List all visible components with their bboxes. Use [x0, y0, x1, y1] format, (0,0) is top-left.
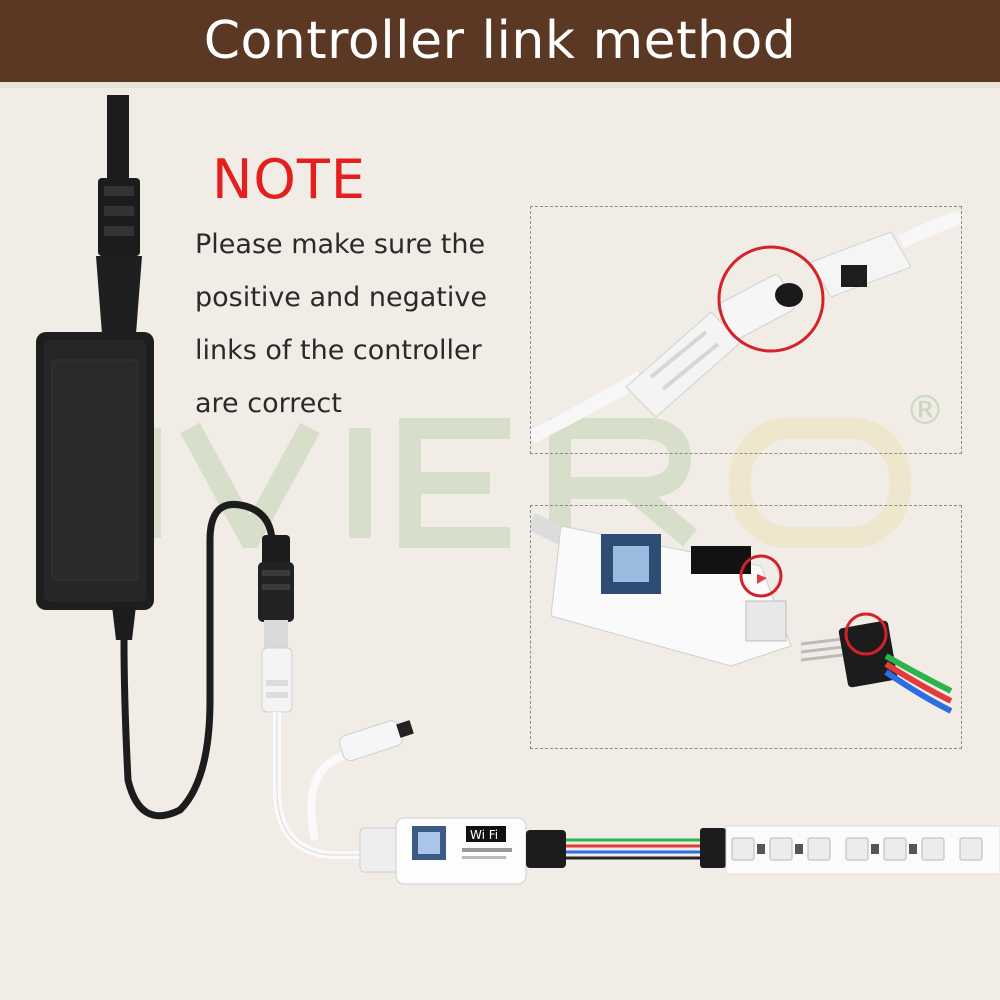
note-title: NOTE — [212, 148, 367, 211]
note-line: Please make sure the — [195, 229, 486, 260]
dc-connector-icon — [258, 535, 294, 713]
brand-watermark — [41, 418, 911, 548]
note-line: links of the controller — [195, 335, 482, 366]
header-divider — [0, 82, 1000, 88]
highlight-circle-icon — [717, 245, 825, 353]
led-strip-icon — [725, 825, 1000, 875]
detail-box-dc-connector — [530, 206, 962, 454]
note-line: are correct — [195, 388, 342, 419]
note-body: Please make sure the positive and negati… — [195, 218, 515, 430]
svg-text:Wi Fi: Wi Fi — [470, 828, 498, 842]
male-connector-icon — [339, 720, 414, 762]
power-cord-icon — [96, 95, 142, 334]
rgb-pin-connector-icon — [800, 612, 953, 714]
wifi-controller-icon: Wi Fi — [359, 817, 566, 885]
highlight-circle-icon — [844, 612, 888, 656]
highlight-circle-icon — [739, 554, 783, 598]
header-banner: Controller link method — [0, 0, 1000, 82]
power-adapter-icon — [36, 332, 154, 610]
rgb-wires-icon — [566, 838, 700, 860]
page-title: Controller link method — [203, 11, 797, 71]
dc-connector-closeup-icon — [531, 210, 961, 444]
registered-mark: ® — [905, 388, 945, 434]
note-line: positive and negative — [195, 282, 487, 313]
detail-box-rgb-connector — [530, 505, 962, 749]
wiring-diagram: Wi Fi — [36, 95, 1000, 885]
controller-closeup-icon — [531, 512, 953, 714]
